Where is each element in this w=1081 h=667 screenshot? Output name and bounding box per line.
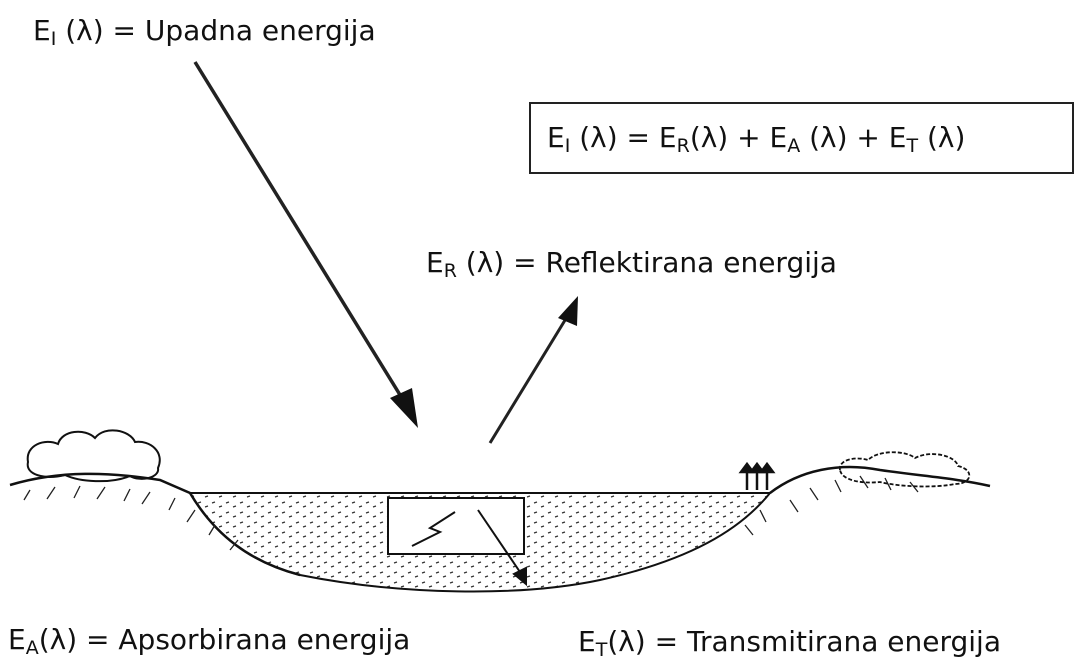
transmitted-symbol: E (578, 625, 596, 658)
transmitted-argument: (λ) (607, 625, 646, 658)
absorbed-subscript: A (25, 637, 39, 659)
reflected-energy-label: ER (λ) = Reflektirana energija (426, 246, 837, 281)
reflected-argument: (λ) (456, 246, 505, 279)
bush-right (839, 451, 971, 488)
transmitted-energy-label: ET(λ) = Transmitirana energija (578, 625, 1001, 660)
eq-lhs-sub: I (564, 135, 571, 157)
incident-argument: (λ) (56, 14, 104, 47)
eq-t3-arg: (λ) (918, 121, 966, 154)
reflected-symbol: E (426, 246, 444, 279)
absorbed-energy-label: EA(λ) = Apsorbirana energija (8, 623, 411, 658)
absorbed-text: = Apsorbirana energija (77, 623, 411, 656)
emission-arrows (738, 461, 776, 490)
eq-lhs-symbol: E (547, 121, 565, 154)
eq-t1-arg: (λ) + (689, 121, 770, 154)
eq-t2-sub: A (787, 135, 801, 157)
incident-energy-label: EI (λ) = Upadna energija (33, 14, 376, 49)
absorbed-ray (411, 511, 456, 547)
transmitted-text: = Transmitirana energija (645, 625, 1001, 658)
absorbed-argument: (λ) (38, 623, 78, 656)
eq-t2-symbol: E (769, 121, 788, 154)
energy-balance-equation: EI (λ) = ER(λ) + EA (λ) + ET (λ) (547, 121, 966, 156)
eq-lhs-arg: (λ) = (570, 121, 659, 154)
reflected-text: = Reflektirana energija (504, 246, 837, 279)
incident-symbol: E (33, 14, 51, 47)
cross-section (387, 497, 525, 555)
transmitted-ray (477, 509, 527, 587)
bush-left (26, 429, 161, 483)
eq-t2-arg: (λ) + (800, 121, 889, 154)
incident-arrow (193, 61, 418, 428)
eq-t3-sub: T (906, 135, 919, 157)
incident-text: = Upadna energija (103, 14, 376, 47)
transmitted-subscript: T (595, 639, 608, 661)
energy-balance-box: EI (λ) = ER(λ) + EA (λ) + ET (λ) (529, 102, 1074, 174)
eq-t1-sub: R (676, 135, 690, 157)
reflected-subscript: R (443, 260, 457, 282)
reflected-arrow (488, 296, 578, 444)
ground-right (769, 465, 991, 494)
incident-subscript: I (50, 28, 57, 50)
absorbed-symbol: E (8, 623, 26, 656)
eq-t1-symbol: E (658, 121, 677, 154)
eq-t3-symbol: E (888, 121, 907, 154)
